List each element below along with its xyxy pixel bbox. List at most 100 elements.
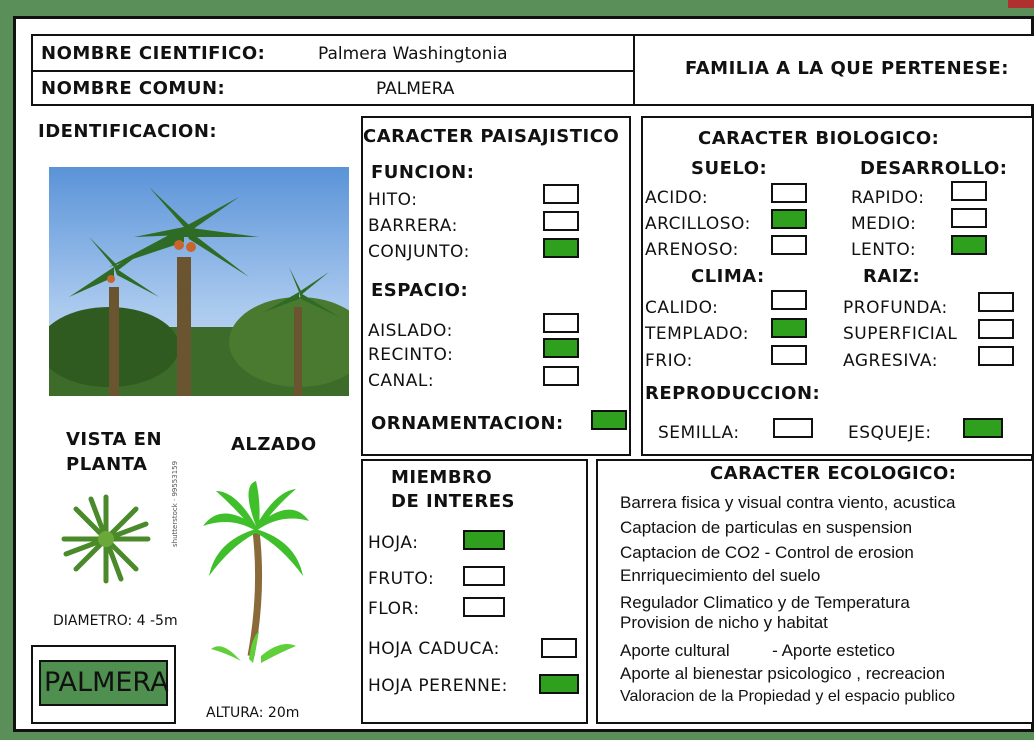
- root-title: RAIZ:: [863, 266, 921, 287]
- ecological-line: Captacion de CO2 - Control de erosion: [620, 543, 914, 562]
- elevation-label: ALZADO: [231, 434, 317, 455]
- palm-plan-icon: [61, 494, 151, 584]
- root-profunda-label: PROFUNDA:: [843, 298, 948, 318]
- palm-photo-icon: [49, 187, 349, 396]
- repro-esqueje-label: ESQUEJE:: [848, 423, 932, 443]
- function-barrera-checkbox[interactable]: [543, 211, 579, 231]
- repro-semilla-checkbox[interactable]: [773, 418, 813, 438]
- palm-photo: [49, 167, 349, 396]
- common-name-label: NOMBRE COMUN:: [41, 78, 226, 99]
- space-aislado-label: AISLADO:: [368, 321, 453, 341]
- scientific-name-value: Palmera Washingtonia: [318, 44, 508, 64]
- soil-title: SUELO:: [691, 158, 768, 179]
- name-badge-box: PALMERA: [31, 645, 176, 724]
- soil-arcilloso-label: ARCILLOSO:: [645, 214, 751, 234]
- space-aislado-checkbox[interactable]: [543, 313, 579, 333]
- plan-view-label-2: PLANTA: [66, 454, 148, 475]
- member-hoja-perenne-label: HOJA PERENNE:: [368, 676, 508, 696]
- identification-title: IDENTIFICACION:: [38, 121, 218, 142]
- root-agresiva-label: AGRESIVA:: [843, 351, 938, 371]
- ecological-line: Valoracion de la Propiedad y el espacio …: [620, 688, 956, 705]
- root-agresiva-checkbox[interactable]: [978, 346, 1014, 366]
- ecological-line: Captacion de particulas en suspension: [620, 518, 913, 537]
- biological-title: CARACTER BIOLOGICO:: [698, 128, 940, 149]
- ecological-title: CARACTER ECOLOGICO:: [710, 463, 957, 484]
- member-hoja-perenne-checkbox[interactable]: [539, 674, 579, 694]
- landscape-box: CARACTER PAISAJISTICO FUNCION: HITO: BAR…: [361, 116, 631, 456]
- ecological-line: Provision de nicho y habitat: [620, 613, 828, 632]
- ecological-line: Enrriquecimiento del suelo: [620, 566, 821, 585]
- ornament-checkbox[interactable]: [591, 410, 627, 430]
- ornament-label: ORNAMENTACION:: [371, 413, 564, 434]
- growth-title: DESARROLLO:: [860, 158, 1008, 179]
- corner-tab: [1008, 0, 1034, 8]
- function-conjunto-checkbox[interactable]: [543, 238, 579, 258]
- member-fruto-checkbox[interactable]: [463, 566, 505, 586]
- member-title-1: MIEMBRO: [391, 467, 493, 488]
- member-hoja-caduca-checkbox[interactable]: [541, 638, 577, 658]
- growth-medio-checkbox[interactable]: [951, 208, 987, 228]
- climate-title: CLIMA:: [691, 266, 765, 287]
- climate-frio-checkbox[interactable]: [771, 345, 807, 365]
- space-recinto-checkbox[interactable]: [543, 338, 579, 358]
- soil-acido-checkbox[interactable]: [771, 183, 807, 203]
- climate-templado-label: TEMPLADO:: [645, 324, 749, 344]
- member-hoja-caduca-label: HOJA CADUCA:: [368, 639, 500, 659]
- watermark-text: shutterstock · 99553159: [171, 460, 179, 547]
- function-conjunto-label: CONJUNTO:: [368, 242, 470, 262]
- common-name-value: PALMERA: [376, 79, 455, 99]
- space-canal-label: CANAL:: [368, 371, 435, 391]
- climate-frio-label: FRIO:: [645, 351, 693, 371]
- ecological-line: Aporte cultural - Aporte estetico: [620, 641, 895, 660]
- member-flor-checkbox[interactable]: [463, 597, 505, 617]
- growth-medio-label: MEDIO:: [851, 214, 917, 234]
- family-label: FAMILIA A LA QUE PERTENESE:: [685, 58, 1009, 79]
- plant-sheet: NOMBRE CIENTIFICO: Palmera Washingtonia …: [13, 16, 1034, 732]
- growth-lento-checkbox[interactable]: [951, 235, 987, 255]
- landscape-title: CARACTER PAISAJISTICO: [363, 126, 620, 147]
- root-superficial-checkbox[interactable]: [978, 319, 1014, 339]
- palm-elevation-icon: [203, 481, 309, 663]
- member-box: MIEMBRO DE INTERES HOJA: FRUTO: FLOR: HO…: [361, 459, 588, 724]
- space-recinto-label: RECINTO:: [368, 345, 454, 365]
- plan-view-label-1: VISTA EN: [66, 429, 163, 450]
- growth-rapido-label: RAPIDO:: [851, 188, 925, 208]
- space-canal-checkbox[interactable]: [543, 366, 579, 386]
- repro-title: REPRODUCCION:: [645, 383, 821, 404]
- repro-semilla-label: SEMILLA:: [658, 423, 740, 443]
- biological-box: CARACTER BIOLOGICO: SUELO: DESARROLLO: A…: [641, 116, 1034, 456]
- function-barrera-label: BARRERA:: [368, 216, 458, 236]
- ecological-line: Regulador Climatico y de Temperatura: [620, 593, 910, 612]
- height-text: ALTURA: 20m: [206, 705, 300, 721]
- member-fruto-label: FRUTO:: [368, 569, 435, 589]
- climate-calido-checkbox[interactable]: [771, 290, 807, 310]
- member-title-2: DE INTERES: [391, 491, 515, 512]
- member-hoja-checkbox[interactable]: [463, 530, 505, 550]
- root-superficial-label: SUPERFICIAL: [843, 324, 958, 344]
- soil-arcilloso-checkbox[interactable]: [771, 209, 807, 229]
- name-badge-text: PALMERA: [44, 667, 169, 698]
- repro-esqueje-checkbox[interactable]: [963, 418, 1003, 438]
- ecological-box: CARACTER ECOLOGICO:: [596, 459, 1034, 724]
- climate-templado-checkbox[interactable]: [771, 318, 807, 338]
- function-hito-checkbox[interactable]: [543, 184, 579, 204]
- common-name-row: NOMBRE COMUN: PALMERA: [31, 70, 635, 106]
- scientific-name-row: NOMBRE CIENTIFICO: Palmera Washingtonia: [31, 34, 635, 72]
- family-box: FAMILIA A LA QUE PERTENESE:: [633, 34, 1034, 106]
- function-hito-label: HITO:: [368, 190, 418, 210]
- root-profunda-checkbox[interactable]: [978, 292, 1014, 312]
- soil-arenoso-label: ARENOSO:: [645, 240, 739, 260]
- soil-acido-label: ACIDO:: [645, 188, 709, 208]
- member-hoja-label: HOJA:: [368, 533, 419, 553]
- ecological-line: Aporte al bienestar psicologico , recrea…: [620, 664, 946, 683]
- climate-calido-label: CALIDO:: [645, 298, 719, 318]
- ecological-line: Barrera fisica y visual contra viento, a…: [620, 493, 956, 512]
- space-title: ESPACIO:: [371, 280, 469, 301]
- diameter-text: DIAMETRO: 4 -5m: [53, 613, 178, 629]
- soil-arenoso-checkbox[interactable]: [771, 235, 807, 255]
- function-title: FUNCION:: [371, 162, 475, 183]
- growth-lento-label: LENTO:: [851, 240, 917, 260]
- member-flor-label: FLOR:: [368, 599, 420, 619]
- growth-rapido-checkbox[interactable]: [951, 181, 987, 201]
- name-badge: PALMERA: [39, 660, 169, 706]
